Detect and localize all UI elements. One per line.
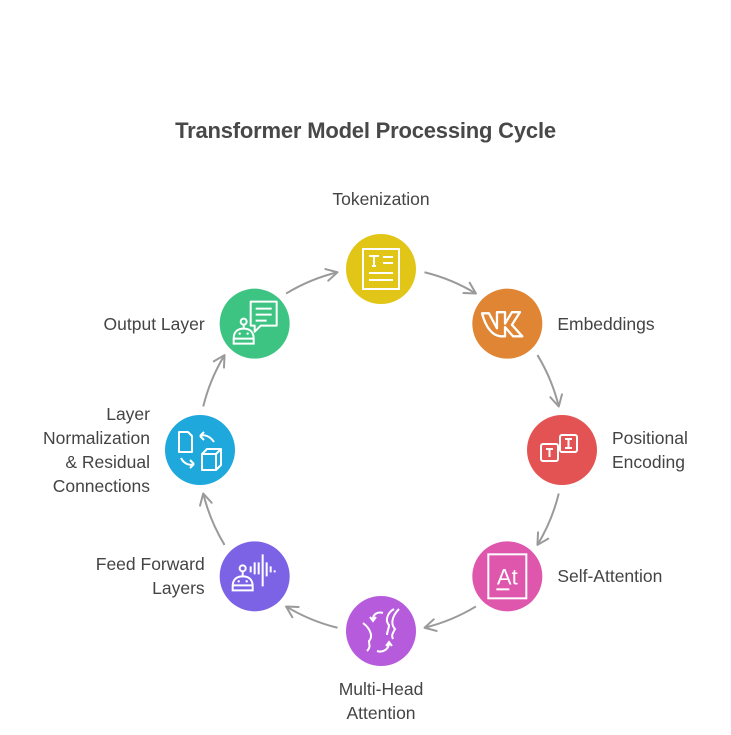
node-output-layer	[219, 288, 290, 359]
node-feed-forward-layers	[219, 541, 290, 612]
label-embeddings: Embeddings	[557, 313, 655, 334]
arrow-feed-forward-layers-to-layer-normalization	[202, 493, 226, 546]
diagram-title: Transformer Model Processing Cycle	[175, 118, 556, 143]
arrowhead	[212, 354, 226, 369]
label-tokenization: Tokenization	[332, 189, 430, 209]
arrowhead	[199, 492, 213, 507]
node-self-attention: At	[472, 541, 543, 612]
text-style-icon: At	[487, 553, 528, 600]
arrow-tokenization-to-embeddings	[424, 271, 477, 295]
arrowhead	[462, 281, 477, 295]
node-circle	[165, 415, 235, 485]
label-output-layer: Output Layer	[103, 313, 205, 334]
arrow-self-attention-to-multi-head-attention	[424, 605, 477, 629]
node-circle	[346, 234, 416, 304]
node-circle	[472, 288, 543, 359]
arrowhead	[423, 618, 438, 632]
arrowhead	[536, 531, 550, 546]
arrow-layer-normalization-to-output-layer	[202, 354, 226, 407]
node-layer-normalization	[165, 415, 235, 485]
svg-text:At: At	[497, 564, 518, 589]
arrow-output-layer-to-tokenization	[285, 271, 338, 295]
node-circle	[219, 541, 290, 612]
arrow-positional-encoding-to-self-attention	[536, 493, 560, 546]
arrow-embeddings-to-positional-encoding	[536, 354, 560, 407]
label-self-attention: Self-Attention	[557, 566, 663, 587]
text-tiles-icon	[540, 434, 578, 462]
file-to-cube-icon	[178, 431, 222, 471]
node-circle	[472, 541, 543, 612]
two-heads-exchange-icon	[362, 608, 400, 653]
text-document-icon	[362, 248, 400, 290]
vk-logo-icon	[480, 311, 524, 338]
node-circle	[219, 288, 290, 359]
node-embeddings	[472, 288, 543, 359]
arrow-multi-head-attention-to-feed-forward-layers	[285, 605, 338, 629]
node-multi-head-attention	[346, 596, 416, 666]
arrowhead	[549, 393, 563, 408]
node-positional-encoding	[527, 415, 597, 485]
robot-chat-icon	[232, 300, 278, 345]
node-circle	[346, 596, 416, 666]
node-tokenization	[346, 234, 416, 304]
robot-voice-icon	[231, 554, 276, 592]
node-circle	[527, 415, 597, 485]
arrowhead	[324, 268, 339, 282]
arrowhead	[285, 605, 300, 619]
